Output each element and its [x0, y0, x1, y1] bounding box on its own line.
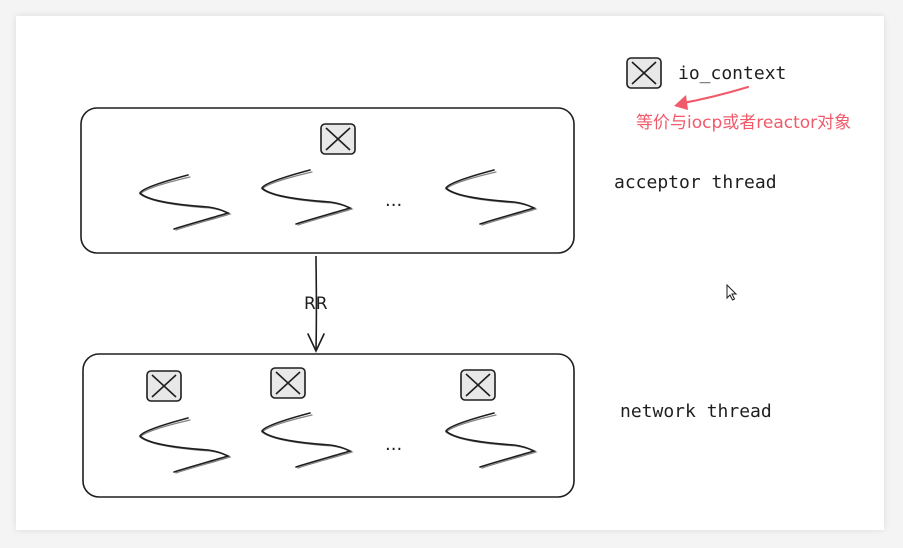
network-io-context-icon — [460, 369, 496, 401]
acceptor-thread-squiggle — [139, 174, 231, 231]
acceptor-thread-squiggle — [445, 169, 537, 226]
network-io-context-icon — [146, 370, 182, 402]
acceptor-ellipsis: ... — [385, 190, 403, 211]
io-context-icon — [626, 57, 662, 89]
network-ellipsis: ... — [385, 434, 403, 455]
annotation-arrowhead — [674, 95, 688, 110]
mouse-cursor-icon — [726, 284, 738, 301]
network-thread-squiggle — [445, 412, 537, 469]
network-thread-box — [82, 353, 575, 498]
rr-edge-arrowhead — [307, 333, 325, 353]
acceptor-thread-box — [80, 107, 575, 254]
network-io-context-icon — [270, 367, 306, 399]
annotation-text: 等价与iocp或者reactor对象 — [636, 113, 852, 133]
acceptor-io-context-icon — [320, 123, 356, 155]
rr-label: RR — [304, 294, 328, 314]
acceptor-thread-squiggle — [261, 169, 353, 226]
network-thread-squiggle — [139, 417, 231, 474]
acceptor-thread-label: acceptor thread — [614, 172, 777, 193]
network-thread-squiggle — [261, 412, 353, 469]
network-thread-label: network thread — [620, 401, 772, 422]
legend-label: io_context — [678, 63, 787, 84]
annotation-arrow — [676, 85, 750, 106]
